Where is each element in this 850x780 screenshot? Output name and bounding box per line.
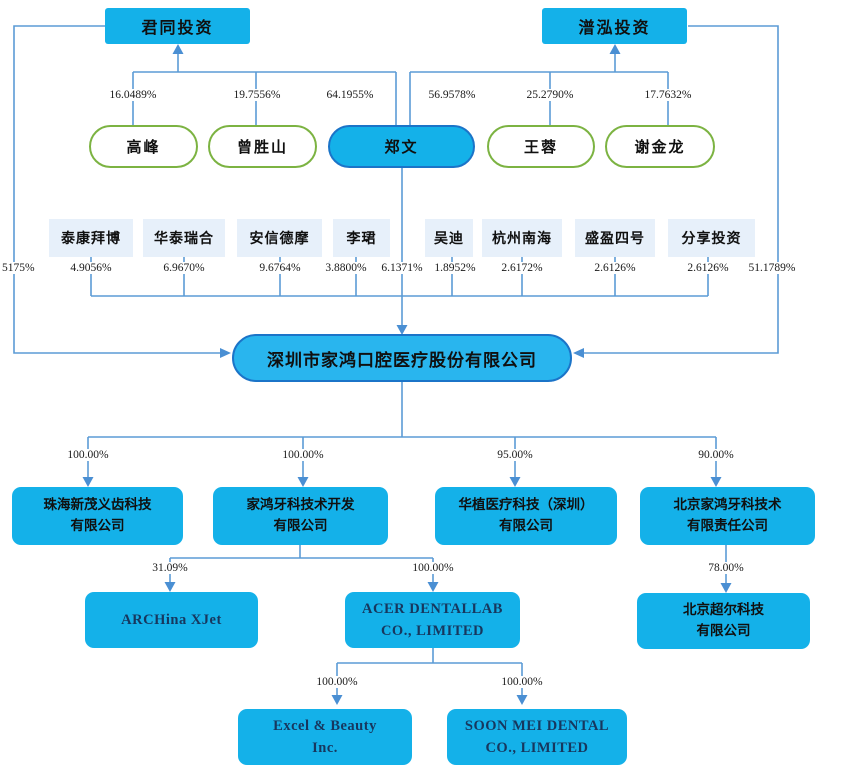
subsidiary-box-beijing-jiahong: 北京家鸿牙科技术 有限责任公司 — [640, 487, 815, 545]
platform-box-juntong: 君同投资 — [105, 8, 250, 44]
person-oval-gaofeng: 高峰 — [89, 125, 198, 168]
pct-huazhi-medical: 95.00% — [495, 449, 535, 461]
pct-gaofeng-platform: 16.0489% — [107, 89, 159, 101]
shareholder-box-huatairuihe: 华泰瑞合 — [143, 219, 225, 257]
pct-xiejinlong-platform: 17.7632% — [642, 89, 694, 101]
pct-taikangbaibo: 4.9056% — [68, 262, 114, 274]
pct-archina-xjet: 31.09% — [150, 562, 190, 574]
pct-zhengwen-puhong: 56.9578% — [426, 89, 478, 101]
pct-right-edge: 51.1789% — [746, 262, 798, 274]
pct-hangzhounanhai: 2.6172% — [499, 262, 545, 274]
pct-left-edge-cut: 5175% — [0, 262, 37, 274]
person-oval-wangrong: 王蓉 — [487, 125, 595, 168]
pct-acer-dentallab: 100.00% — [410, 562, 456, 574]
pct-wangrong-platform: 25.2790% — [524, 89, 576, 101]
company-box-acer-dentallab: ACER DENTALLAB CO., LIMITED — [345, 592, 520, 648]
subsidiary-box-huazhi-medical: 华植医疗科技（深圳） 有限公司 — [435, 487, 617, 545]
pct-shengyingsihao: 2.6126% — [592, 262, 638, 274]
pct-excel-beauty: 100.00% — [314, 676, 360, 688]
pct-huatairuihe: 6.9670% — [161, 262, 207, 274]
shareholder-box-taikangbaibo: 泰康拜博 — [49, 219, 133, 257]
shareholder-box-wudi: 吴迪 — [425, 219, 473, 257]
pct-soon-mei: 100.00% — [499, 676, 545, 688]
pct-zengshengshan-platform: 19.7556% — [231, 89, 283, 101]
company-box-archina-xjet: ARCHina XJet — [85, 592, 258, 648]
person-oval-xiejinlong: 谢金龙 — [605, 125, 715, 168]
company-box-excel-beauty: Excel & Beauty Inc. — [238, 709, 412, 765]
person-oval-zengshengshan: 曾胜山 — [208, 125, 317, 168]
pct-beijing-jiahong: 90.00% — [696, 449, 736, 461]
subsidiary-box-jiahong-dental-tech: 家鸿牙科技术开发 有限公司 — [213, 487, 388, 545]
subsidiary-box-zhuhai-xinmao: 珠海新茂义齿科技 有限公司 — [12, 487, 183, 545]
pct-fenxiangtouzi: 2.6126% — [685, 262, 731, 274]
shareholder-box-fenxiangtouzi: 分享投资 — [668, 219, 755, 257]
pct-zhengwen-juntong: 64.1955% — [324, 89, 376, 101]
pct-beijing-chaoer: 78.00% — [706, 562, 746, 574]
shareholder-box-hangzhounanhai: 杭州南海 — [482, 219, 562, 257]
shareholder-box-shengyingsihao: 盛盈四号 — [575, 219, 655, 257]
pct-lijun: 3.8800% — [323, 262, 369, 274]
pct-anxindemo: 9.6764% — [257, 262, 303, 274]
platform-box-puhong: 潽泓投资 — [542, 8, 687, 44]
company-box-jiahong: 深圳市家鸿口腔医疗股份有限公司 — [232, 334, 572, 382]
pct-zhengwen-direct: 6.1371% — [379, 262, 425, 274]
pct-zhuhai-xinmao: 100.00% — [65, 449, 111, 461]
company-box-soon-mei: SOON MEI DENTAL CO., LIMITED — [447, 709, 627, 765]
company-box-beijing-chaoer: 北京超尔科技 有限公司 — [637, 593, 810, 649]
person-oval-zhengwen: 郑文 — [328, 125, 475, 168]
shareholder-box-anxindemo: 安信德摩 — [237, 219, 322, 257]
pct-jiahong-dental-tech: 100.00% — [280, 449, 326, 461]
shareholder-box-lijun: 李珺 — [333, 219, 390, 257]
pct-wudi: 1.8952% — [432, 262, 478, 274]
